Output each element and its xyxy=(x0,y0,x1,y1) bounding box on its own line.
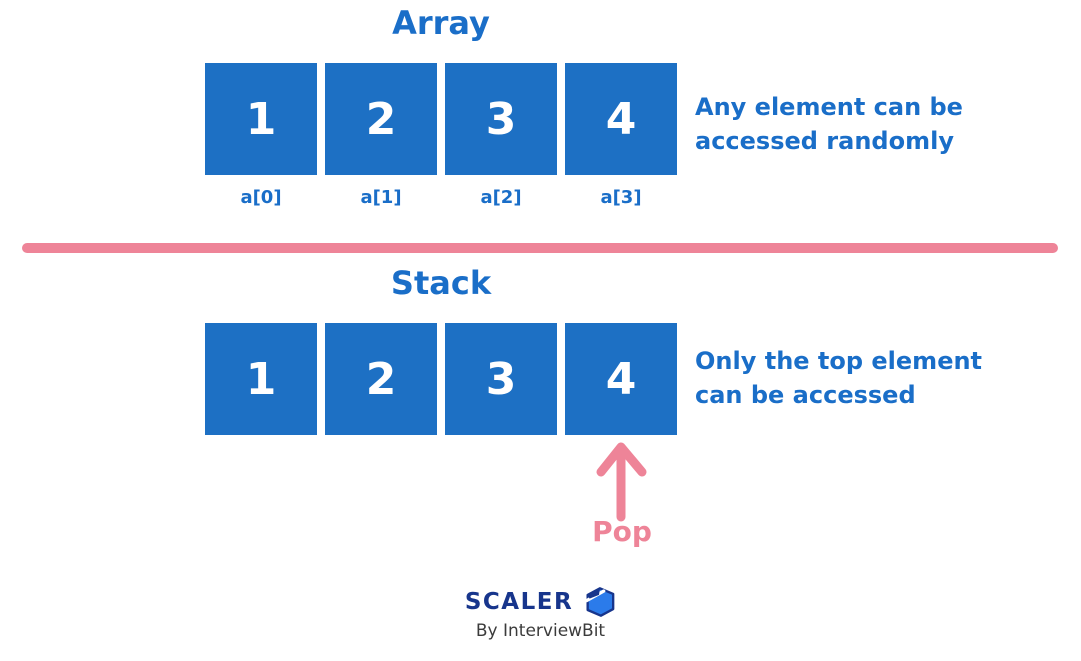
stack-note-line: Only the top element xyxy=(695,347,983,375)
section-divider xyxy=(22,243,1058,253)
array-cell: 1 xyxy=(205,63,317,175)
stack-title: Stack xyxy=(390,264,492,302)
array-cell: 4 xyxy=(565,63,677,175)
array-note: Any element can be accessed randomly xyxy=(695,90,963,158)
pop-label: Pop xyxy=(592,515,652,548)
array-note-line: Any element can be xyxy=(695,93,963,121)
stack-cell-value: 3 xyxy=(485,353,517,405)
footer-byline: By InterviewBit xyxy=(475,621,606,641)
stack-note-line: can be accessed xyxy=(695,381,916,409)
stack-cell: 3 xyxy=(445,323,557,435)
array-cell-value: 2 xyxy=(365,93,397,145)
array-index-label: a[2] xyxy=(480,187,522,208)
scaler-brand-text: SCALER xyxy=(464,588,574,615)
stack-cell-value: 2 xyxy=(365,353,397,405)
array-cell: 3 xyxy=(445,63,557,175)
array-cell-value: 3 xyxy=(485,93,517,145)
pop-arrow-icon xyxy=(596,442,647,522)
array-index-label: a[3] xyxy=(600,187,642,208)
array-cell-value: 1 xyxy=(245,93,277,145)
stack-cell: 1 xyxy=(205,323,317,435)
array-cell-value: 4 xyxy=(605,93,637,145)
array-cell: 2 xyxy=(325,63,437,175)
footer-brand: SCALER xyxy=(0,585,1081,618)
scaler-logo-icon xyxy=(585,587,615,617)
stack-cell: 2 xyxy=(325,323,437,435)
stack-cell: 4 xyxy=(565,323,677,435)
stack-cell-value: 4 xyxy=(605,353,637,405)
stack-boxes: 1 2 3 4 xyxy=(205,323,677,435)
array-boxes: 1 2 3 4 xyxy=(205,63,677,175)
array-index-label: a[1] xyxy=(360,187,402,208)
array-title: Array xyxy=(392,4,490,42)
array-index-labels: a[0] a[1] a[2] a[3] xyxy=(205,187,677,208)
array-index-label: a[0] xyxy=(240,187,282,208)
stack-cell-value: 1 xyxy=(245,353,277,405)
stack-note: Only the top element can be accessed xyxy=(695,344,982,412)
array-note-line: accessed randomly xyxy=(695,127,954,155)
